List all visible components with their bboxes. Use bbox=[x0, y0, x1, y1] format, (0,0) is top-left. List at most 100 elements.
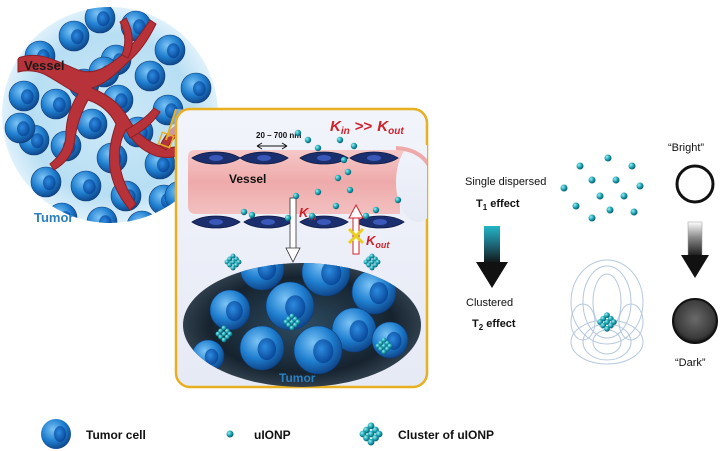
uionp-particle bbox=[346, 186, 354, 194]
uionp-particle bbox=[381, 337, 387, 343]
uionp-particle bbox=[292, 322, 298, 328]
uionp-particle bbox=[612, 176, 620, 184]
uionp-particle bbox=[218, 334, 224, 340]
uionp-particle bbox=[334, 174, 342, 182]
tumor-cell bbox=[134, 60, 166, 92]
uionp-particle bbox=[363, 434, 370, 442]
tumor-cell bbox=[40, 88, 72, 120]
kin-arrow bbox=[285, 197, 301, 263]
uionp-particle bbox=[304, 136, 312, 144]
tumor-cell bbox=[293, 325, 343, 375]
uionp-cluster bbox=[359, 422, 383, 446]
uionp-particle bbox=[600, 322, 607, 329]
uionp-particle bbox=[367, 422, 375, 430]
uionp-particle bbox=[224, 334, 230, 340]
tumor-cell bbox=[84, 7, 116, 34]
legend-uionp-icon bbox=[226, 430, 234, 438]
uionp-particle bbox=[369, 265, 375, 271]
uionp-cluster bbox=[363, 253, 381, 271]
uionp-particle bbox=[636, 182, 644, 190]
uionp-particle bbox=[340, 156, 348, 164]
endothelial-cell bbox=[239, 151, 289, 165]
uionp-particle bbox=[233, 262, 239, 268]
tumor-cell bbox=[70, 170, 102, 202]
uionp-particle bbox=[381, 349, 387, 355]
uionp-particle bbox=[292, 192, 300, 200]
legend: Tumor cell uIONP Cluster of uIONP bbox=[41, 419, 494, 449]
uionp-particle bbox=[604, 154, 612, 162]
uionp-particle bbox=[289, 319, 295, 325]
uionp-cluster bbox=[597, 312, 617, 332]
uionp-particle bbox=[604, 319, 610, 325]
legend-cluster-icon bbox=[359, 422, 383, 446]
uionp-particle bbox=[221, 337, 227, 343]
uionp-particle bbox=[362, 212, 370, 220]
blocked-cross-icon bbox=[347, 227, 365, 245]
uionp-particle bbox=[369, 253, 375, 259]
uionp-particle bbox=[607, 322, 614, 329]
dispersed-nanoparticles bbox=[560, 154, 644, 222]
uionp-particle bbox=[604, 312, 610, 319]
legend-tumor-cell-label: Tumor cell bbox=[86, 428, 146, 442]
tumor-cell bbox=[4, 112, 36, 144]
legend-cluster-label: Cluster of uIONP bbox=[398, 428, 494, 442]
scale-arrow bbox=[256, 142, 288, 150]
legend-tumor-cell-icon bbox=[41, 419, 71, 449]
uionp-particle bbox=[378, 346, 384, 352]
tumor-overview: Vessel Tumor bbox=[2, 7, 218, 225]
endothelial-cell bbox=[299, 151, 349, 165]
uionp-particle bbox=[588, 214, 596, 222]
uionp-particle bbox=[350, 142, 358, 150]
uionp-particle bbox=[230, 259, 236, 265]
uionp-particle bbox=[372, 434, 379, 442]
uionp-particle bbox=[221, 325, 227, 331]
relaxation-explainer: Single dispersed T1 effect Clustered T2 … bbox=[465, 176, 546, 332]
single-dispersed-label: Single dispersed bbox=[465, 176, 546, 188]
uionp-particle bbox=[588, 176, 596, 184]
uionp-particle bbox=[596, 192, 604, 200]
tumor-cell bbox=[76, 108, 108, 140]
tumor-cell bbox=[371, 321, 409, 359]
uionp-particle bbox=[230, 253, 236, 259]
contrast-column: “Bright” “Dark” bbox=[668, 142, 718, 369]
uionp-particle bbox=[240, 208, 248, 216]
uionp-particle bbox=[227, 262, 233, 268]
uionp-particle bbox=[604, 325, 610, 332]
dark-signal-icon bbox=[672, 298, 718, 344]
bright-label: “Bright” bbox=[668, 142, 704, 154]
uionp-particle bbox=[314, 144, 322, 152]
tumor-cell bbox=[126, 210, 158, 223]
tumor-label-outer: Tumor bbox=[34, 210, 73, 225]
uionp-particle bbox=[367, 430, 375, 438]
uionp-particle bbox=[221, 331, 227, 337]
tumor-cell bbox=[180, 72, 212, 104]
tumor-cell bbox=[8, 80, 40, 112]
uionp-cluster bbox=[215, 325, 233, 343]
tumor-cell bbox=[239, 325, 285, 371]
tumor-cell bbox=[265, 281, 315, 331]
uionp-particle bbox=[369, 259, 375, 265]
uionp-particle bbox=[372, 262, 378, 268]
uionp-particle bbox=[289, 325, 295, 331]
endothelial-cell bbox=[355, 215, 405, 229]
tumor-cell bbox=[301, 263, 351, 297]
vessel-label-inner: Vessel bbox=[229, 172, 266, 186]
endothelial-cell bbox=[191, 215, 241, 229]
uionp-particle bbox=[630, 208, 638, 216]
uionp-particle bbox=[560, 184, 568, 192]
uionp-particle bbox=[308, 212, 316, 220]
tumor-cell bbox=[209, 289, 251, 331]
uionp-cluster bbox=[283, 313, 301, 331]
uionp-cluster bbox=[375, 337, 393, 355]
vessel-cross-section bbox=[188, 142, 427, 222]
uionp-particle bbox=[336, 136, 344, 144]
nanoparticle-cluster-center bbox=[597, 312, 617, 332]
legend-uionp-label: uIONP bbox=[254, 428, 291, 442]
uionp-particle bbox=[572, 202, 580, 210]
uionp-particle bbox=[286, 322, 292, 328]
dark-label: “Dark” bbox=[675, 357, 706, 369]
tumor-cell bbox=[58, 20, 90, 52]
uionp-particle bbox=[606, 206, 614, 214]
kout-arrow-blocked bbox=[347, 203, 365, 255]
